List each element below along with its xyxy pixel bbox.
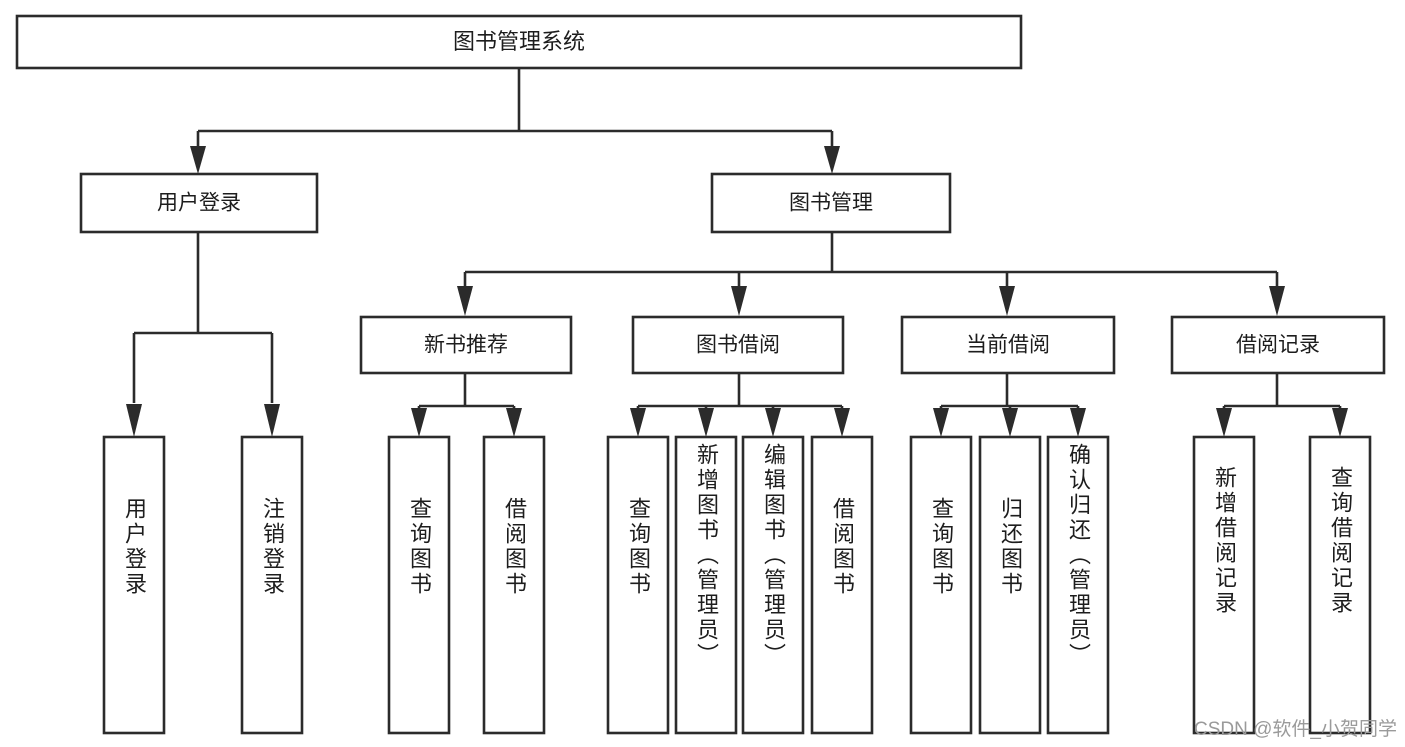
arrow-head-leaf-add-record xyxy=(1216,408,1232,437)
leaf-box-query-book-bb[interactable] xyxy=(606,435,670,735)
leaf-box-add-record[interactable] xyxy=(1192,435,1256,735)
node-book-borrow-label: 图书借阅 xyxy=(696,334,780,357)
node-new-book-recommend[interactable]: 新书推荐 xyxy=(359,315,573,375)
arrow-head-leaf-confirm-return xyxy=(1070,408,1086,437)
node-current-borrow-box[interactable] xyxy=(900,315,1116,375)
arrow-head-leaf-logout xyxy=(264,404,280,437)
arrow-head-leaf-query-book-1 xyxy=(411,408,427,437)
leaf-box-confirm-return[interactable] xyxy=(1046,435,1110,735)
arrow-head-leaf-user-login xyxy=(126,404,142,437)
arrow-head-leaf-query-book-3 xyxy=(933,408,949,437)
leaf-box-return-book[interactable] xyxy=(978,435,1042,735)
arrow-head-leaf-add-book xyxy=(698,408,714,437)
node-book-borrow[interactable]: 图书借阅 xyxy=(631,315,845,375)
node-current-borrow-label: 当前借阅 xyxy=(966,334,1050,357)
node-user-login-box[interactable] xyxy=(79,172,319,234)
leaf-box-query-book-cb[interactable] xyxy=(909,435,973,735)
leaf-box-borrow-book-nb[interactable] xyxy=(482,435,546,735)
node-book-manage-label: 图书管理 xyxy=(789,192,873,215)
node-borrow-record-box[interactable] xyxy=(1170,315,1386,375)
arrow-head-current-borrow xyxy=(999,286,1015,316)
arrow-head-leaf-borrow-book-2 xyxy=(834,408,850,437)
arrow-head-borrow-record xyxy=(1269,286,1285,316)
node-current-borrow[interactable]: 当前借阅 xyxy=(900,315,1116,375)
node-root-label: 图书管理系统 xyxy=(453,29,585,54)
node-book-manage-box[interactable] xyxy=(710,172,952,234)
leaf-box-query-book-nb[interactable] xyxy=(387,435,451,735)
node-root[interactable]: 图书管理系统 xyxy=(15,14,1023,70)
arrow-head-leaf-query-book-2 xyxy=(630,408,646,437)
leaf-box-edit-book[interactable] xyxy=(741,435,805,735)
node-root-box[interactable] xyxy=(15,14,1023,70)
node-user-login[interactable]: 用户登录 xyxy=(79,172,319,234)
node-borrow-record[interactable]: 借阅记录 xyxy=(1170,315,1386,375)
arrow-head-leaf-borrow-book-1 xyxy=(506,408,522,437)
arrow-head-leaf-edit-book xyxy=(765,408,781,437)
arrow-head-leaf-return-book xyxy=(1002,408,1018,437)
leaf-box-user-login[interactable] xyxy=(102,435,166,735)
arrow-head-book-borrow xyxy=(731,286,747,316)
leaf-box-query-record[interactable] xyxy=(1308,435,1372,735)
node-user-login-label: 用户登录 xyxy=(157,192,241,215)
leaf-box-borrow-book-bb[interactable] xyxy=(810,435,874,735)
arrow-head-user-login xyxy=(190,146,206,174)
node-book-borrow-box[interactable] xyxy=(631,315,845,375)
arrow-head-leaf-query-record xyxy=(1332,408,1348,437)
node-new-book-recommend-label: 新书推荐 xyxy=(424,334,508,357)
leaf-box-logout[interactable] xyxy=(240,435,304,735)
node-book-manage[interactable]: 图书管理 xyxy=(710,172,952,234)
node-new-book-recommend-box[interactable] xyxy=(359,315,573,375)
node-borrow-record-label: 借阅记录 xyxy=(1236,334,1320,357)
connector-group xyxy=(126,68,1348,437)
arrow-head-new-book xyxy=(457,286,473,316)
arrow-head-book-manage xyxy=(824,146,840,174)
leaf-box-add-book[interactable] xyxy=(674,435,738,735)
